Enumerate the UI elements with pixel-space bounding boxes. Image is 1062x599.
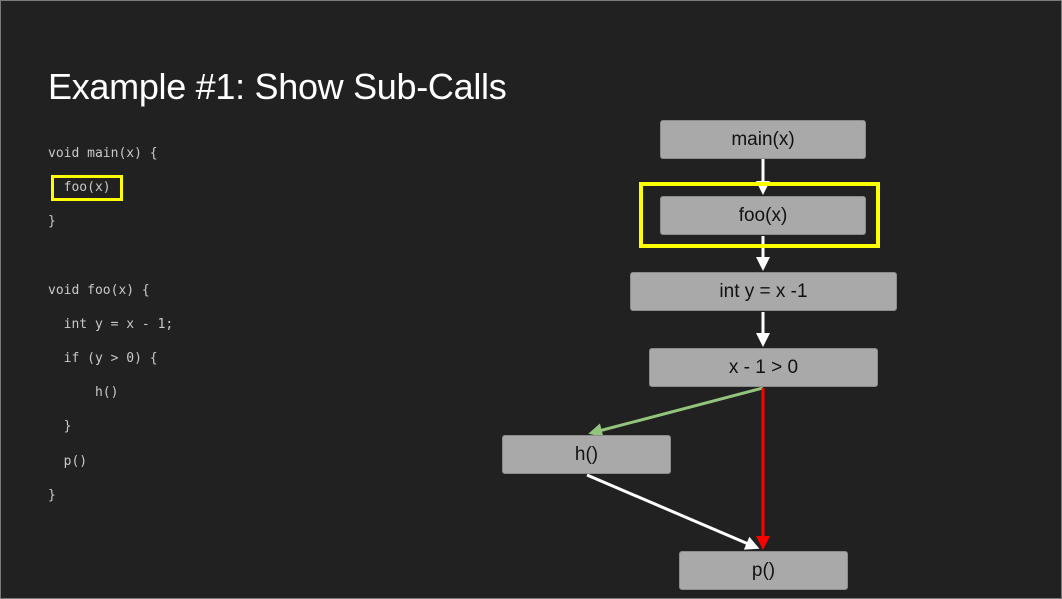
node-p: p() xyxy=(679,551,848,590)
node-highlight-box xyxy=(639,182,880,248)
edge-h-to-p xyxy=(586,473,760,550)
node-assign: int y = x -1 xyxy=(630,272,897,311)
code-line-if: if (y > 0) { xyxy=(48,351,158,366)
slide-title: Example #1: Show Sub-Calls xyxy=(48,66,507,107)
code-line-foo-close: } xyxy=(48,488,56,503)
code-line-main-close: } xyxy=(48,214,56,229)
code-line-p-call: p() xyxy=(48,454,88,469)
code-line-foo-decl: void foo(x) { xyxy=(48,283,150,298)
code-line-foo-call: foo(x) xyxy=(48,180,111,195)
edge-cond-to-h-true xyxy=(588,386,764,437)
node-main: main(x) xyxy=(660,120,866,159)
node-h: h() xyxy=(502,435,671,474)
code-highlight-box xyxy=(51,175,123,201)
code-line-assign: int y = x - 1; xyxy=(48,317,174,332)
node-condition: x - 1 > 0 xyxy=(649,348,878,387)
code-line-if-close: } xyxy=(48,419,72,434)
node-foo: foo(x) xyxy=(660,196,866,235)
code-line-main-decl: void main(x) { xyxy=(48,146,158,161)
code-line-h-call: h() xyxy=(48,385,119,400)
